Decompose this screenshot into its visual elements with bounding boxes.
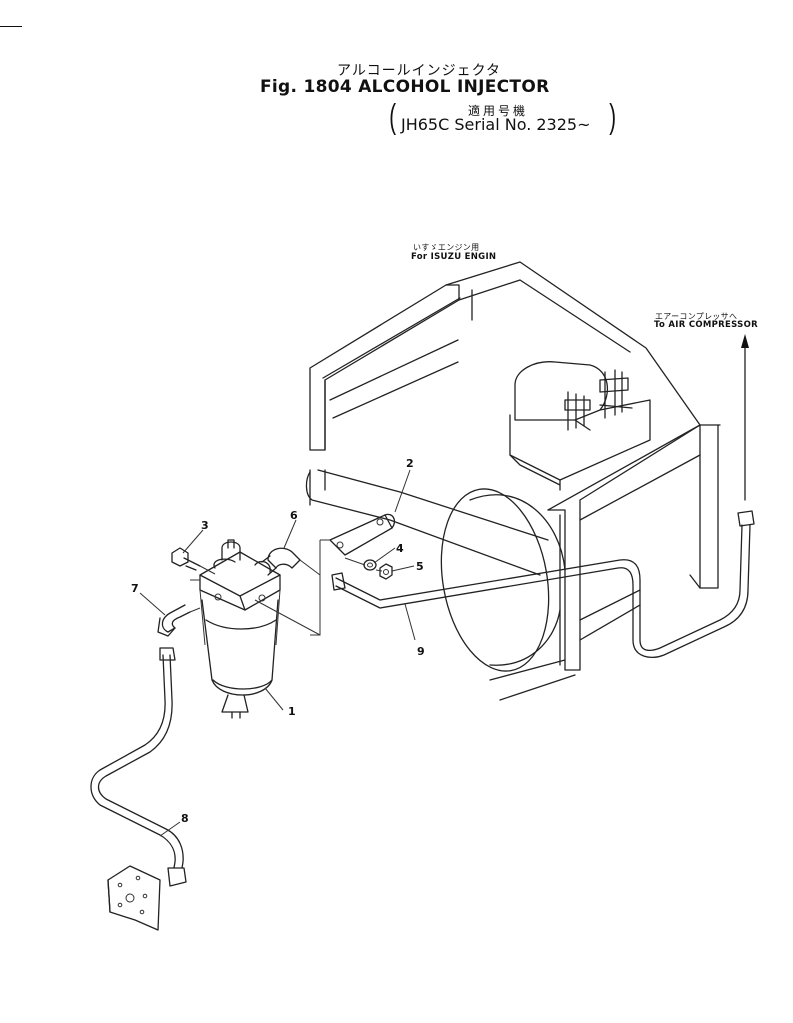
corner-rule (0, 26, 22, 27)
leader-dashes (344, 557, 383, 572)
serial-range: JH65C Serial No. 2325~ (401, 115, 591, 134)
isuzu-engine-label: For ISUZU ENGIN (411, 252, 497, 262)
figure-title: Fig. 1804 ALCOHOL INJECTOR (260, 77, 550, 97)
alcohol-injector-body (190, 539, 321, 719)
callout-6: 6 (290, 509, 298, 522)
callout-8: 8 (181, 812, 189, 825)
elbow-fitting-6 (261, 547, 321, 576)
japanese-applicable-label: 適用号機 (468, 104, 529, 118)
open-parenthesis: ( (389, 98, 397, 136)
air-compressor-label: To AIR COMPRESSOR (654, 320, 758, 330)
engine-frame (305, 261, 721, 701)
close-parenthesis: ) (609, 98, 617, 136)
engine-block (509, 361, 651, 491)
callout-3: 3 (201, 519, 209, 532)
mounting-bolt (171, 547, 216, 575)
pipe-8 (90, 647, 187, 887)
isuzu-engine-jp-label: いすゞエンジン用 (413, 243, 480, 252)
elbow-fitting-7 (157, 604, 201, 637)
callout-5: 5 (416, 560, 424, 573)
callout-leaders (139, 469, 416, 837)
mounting-bracket (310, 513, 396, 636)
callout-7: 7 (131, 582, 139, 595)
japanese-title: アルコールインジェクタ (337, 62, 502, 78)
mounting-plate (107, 865, 161, 931)
hex-nut (379, 563, 393, 580)
callout-4: 4 (396, 542, 404, 555)
pipe-9 (331, 510, 755, 658)
lock-washer (363, 559, 377, 571)
callout-2: 2 (406, 457, 414, 470)
air-compressor-jp-label: エアーコンプレッサへ (655, 312, 738, 321)
to-air-compressor-arrow (741, 334, 749, 501)
callout-1: 1 (288, 705, 296, 718)
callout-9: 9 (417, 645, 425, 658)
